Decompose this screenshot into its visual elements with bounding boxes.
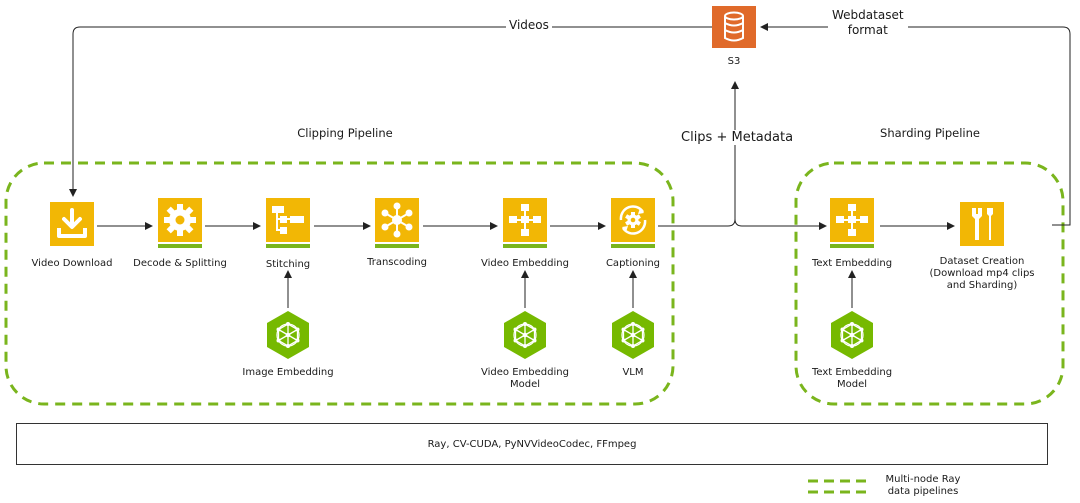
cycle-gear-icon xyxy=(619,205,647,235)
stage-label: Transcoding xyxy=(367,257,427,268)
stage-bar xyxy=(375,244,419,248)
stage-stitching xyxy=(266,198,310,242)
model-vlm xyxy=(610,310,656,360)
neural-network-icon xyxy=(831,311,873,359)
flowchart-icon xyxy=(509,204,541,236)
stage-label: Captioning xyxy=(605,258,661,269)
stage-video-download xyxy=(50,202,94,246)
stage-label: Stitching xyxy=(265,259,311,270)
model-label: Text Embedding Model xyxy=(811,367,893,390)
neural-network-icon xyxy=(504,311,546,359)
tools-icon xyxy=(972,208,993,240)
flow-to-text-embed xyxy=(734,218,827,230)
model-label: VLM xyxy=(622,367,644,378)
model-label: Image Embedding xyxy=(242,367,334,378)
model-text-embedding xyxy=(829,310,875,360)
webdataset-arrow xyxy=(760,23,1071,226)
stage-label: Decode & Splitting xyxy=(133,258,227,269)
stage-transcoding xyxy=(375,198,419,242)
flowchart-icon xyxy=(836,204,868,236)
legend-label: Multi-node Ray data pipelines xyxy=(885,474,961,497)
model-video-embedding xyxy=(502,310,548,360)
stage-decode-splitting xyxy=(158,198,202,242)
tech-stack-bar: Ray, CV-CUDA, PyNVVideoCodec, FFmpeg xyxy=(16,423,1048,465)
stage-video-embedding xyxy=(503,198,547,242)
stage-bar xyxy=(611,244,655,248)
videos-arrow xyxy=(69,26,712,197)
sharding-pipeline-region xyxy=(794,161,1065,406)
stage-label: Text Embedding xyxy=(811,258,893,269)
sharding-pipeline-title: Sharding Pipeline xyxy=(880,126,980,140)
s3-bucket xyxy=(712,6,756,48)
hierarchy-icon xyxy=(272,206,304,234)
stage-label: Video Download xyxy=(31,258,113,269)
stage-bar xyxy=(830,244,874,248)
stage-bar xyxy=(503,244,547,248)
flow-caption-split xyxy=(658,81,739,227)
stage-label: Dataset Creation (Download mp4 clips and… xyxy=(929,256,1035,291)
webdataset-format-label: Webdataset format xyxy=(828,8,908,38)
clipping-pipeline-region xyxy=(4,161,675,406)
stage-captioning xyxy=(611,198,655,242)
stage-label: Video Embedding xyxy=(481,258,569,269)
stage-bar xyxy=(158,244,202,248)
model-image-embedding xyxy=(265,310,311,360)
database-icon xyxy=(724,11,744,42)
download-icon xyxy=(57,208,87,238)
neural-network-icon xyxy=(612,311,654,359)
neural-network-icon xyxy=(267,311,309,359)
tech-stack-label: Ray, CV-CUDA, PyNVVideoCodec, FFmpeg xyxy=(427,438,637,450)
stage-dataset-creation xyxy=(960,202,1004,246)
videos-label: Videos xyxy=(506,18,552,32)
model-label: Video Embedding Model xyxy=(481,367,569,390)
stage-bar xyxy=(266,244,310,248)
clips-metadata-label: Clips + Metadata xyxy=(678,130,797,145)
s3-label: S3 xyxy=(727,56,741,67)
clipping-pipeline-title: Clipping Pipeline xyxy=(297,126,393,140)
network-icon xyxy=(381,202,413,238)
stage-text-embedding xyxy=(830,198,874,242)
gear-icon xyxy=(164,204,196,236)
